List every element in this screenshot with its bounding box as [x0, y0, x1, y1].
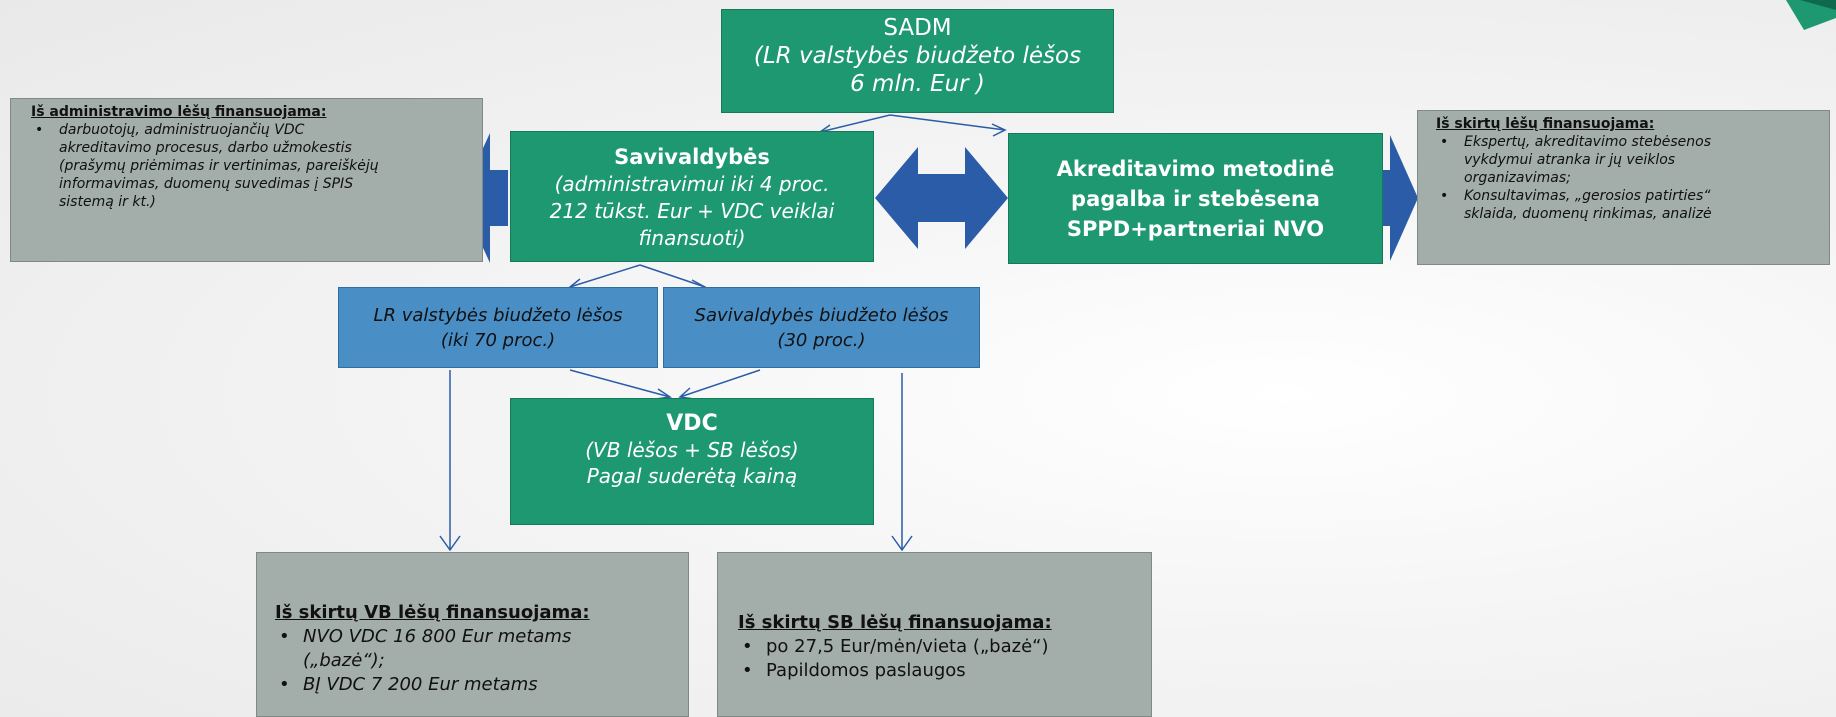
lr-budget-line2: (iki 70 proc.)	[440, 330, 556, 351]
vdc-line1: (VB lėšos + SB lėšos)	[585, 438, 799, 462]
vb-info-item1: NVO VDC 16 800 Eur metams („bazė“);	[279, 625, 678, 673]
skirtu-info-item1: Ekspertų, akreditavimo stebėsenos vykdym…	[1440, 133, 1819, 187]
vb-info-box: Iš skirtų VB lėšų finansuojama: NVO VDC …	[256, 552, 689, 717]
savivaldybes-line1: (administravimui iki 4 proc.	[554, 172, 830, 196]
savivaldybes-line3: finansuoti)	[638, 226, 746, 250]
left-block-arrow	[460, 133, 508, 263]
lr-budget-box: LR valstybės biudžeto lėšos (iki 70 proc…	[338, 287, 658, 368]
skirtu-info-item1-line: organizavimas;	[1464, 170, 1571, 186]
arrow-sadm-to-savivaldybes	[819, 114, 891, 133]
skirtu-info-item1-line: Ekspertų, akreditavimo stebėsenos	[1464, 134, 1712, 150]
admin-info-line: (prašymų priėmimas ir vertinimas, pareiš…	[59, 158, 379, 174]
arrowhead	[991, 123, 1007, 137]
right-block-arrow	[1383, 135, 1418, 261]
savivaldybes-box: Savivaldybės (administravimui iki 4 proc…	[510, 131, 874, 262]
admin-info-line: sistemą ir kt.)	[59, 194, 156, 210]
sav-budget-line1: Savivaldybės biudžeto lėšos	[694, 305, 949, 326]
vb-info-heading: Iš skirtų VB lėšų finansuojama:	[275, 602, 590, 623]
skirtu-info-item2-line: Konsultavimas, „gerosios patirties“	[1464, 188, 1711, 204]
sav-budget-box: Savivaldybės biudžeto lėšos (30 proc.)	[663, 287, 980, 368]
sadm-box: SADM (LR valstybės biudžeto lėšos 6 mln.…	[721, 9, 1114, 113]
sadm-line2: 6 mln. Eur )	[850, 71, 985, 97]
skirtu-info-item2: Konsultavimas, „gerosios patirties“ skla…	[1440, 187, 1819, 223]
akreditavimas-line2: pagalba ir stebėsena	[1071, 187, 1320, 211]
skirtu-info-box: Iš skirtų lėšų finansuojama: Ekspertų, a…	[1417, 110, 1830, 265]
admin-info-line: informavimas, duomenų suvedimas į SPIS	[59, 176, 354, 192]
arrowhead	[439, 535, 461, 552]
savivaldybes-line2: 212 tūkst. Eur + VDC veiklai	[549, 199, 835, 223]
sav-budget-line2: (30 proc.)	[777, 330, 866, 351]
corner-accent-shape	[1786, 0, 1836, 30]
admin-info-line: akreditavimo procesus, darbo užmokestis	[59, 140, 352, 156]
akreditavimas-line3: SPPD+partneriai NVO	[1066, 217, 1325, 241]
skirtu-info-heading: Iš skirtų lėšų finansuojama:	[1436, 116, 1655, 132]
admin-info-line: darbuotojų, administruojančių VDC	[59, 122, 305, 138]
savivaldybes-title: Savivaldybės	[614, 145, 770, 169]
skirtu-info-item1-line: vykdymui atranka ir jų veiklos	[1464, 152, 1676, 168]
vb-info-item2: BĮ VDC 7 200 Eur metams	[279, 673, 678, 697]
sb-info-item1: po 27,5 Eur/mėn/vieta („bazė“)	[742, 635, 1141, 659]
vdc-title: VDC	[666, 411, 718, 436]
sb-info-heading: Iš skirtų SB lėšų finansuojama:	[738, 612, 1052, 633]
akreditavimas-box: Akreditavimo metodinė pagalba ir stebėse…	[1008, 133, 1383, 264]
sadm-title: SADM	[883, 15, 952, 41]
arrow-lr-to-vdc	[569, 369, 671, 398]
sadm-line1: (LR valstybės biudžeto lėšos	[753, 43, 1082, 69]
sb-info-item1-line: po 27,5 Eur/mėn/vieta („bazė“)	[766, 636, 1049, 657]
arrow-sav-to-sav-budget	[639, 264, 706, 288]
admin-info-heading: Iš administravimo lėšų finansuojama:	[31, 104, 327, 120]
sb-info-item2: Papildomos paslaugos	[742, 659, 1141, 683]
double-block-arrow	[875, 147, 1008, 249]
vb-info-item1-line: („bazė“);	[303, 650, 385, 671]
vdc-line2: Pagal suderėtą kainą	[586, 464, 798, 488]
arrow-sb-to-vdc	[679, 369, 761, 398]
vdc-box: VDC (VB lėšos + SB lėšos) Pagal suderėtą…	[510, 398, 874, 525]
admin-info-item: darbuotojų, administruojančių VDC akredi…	[35, 121, 472, 211]
arrowhead	[891, 535, 913, 552]
skirtu-info-item2-line: sklaida, duomenų rinkimas, analizė	[1464, 206, 1712, 222]
arrow-sadm-to-akreditavimas	[889, 114, 1006, 131]
arrow-sav-to-lr-budget	[569, 264, 641, 288]
lr-budget-line1: LR valstybės biudžeto lėšos	[373, 305, 623, 326]
sb-info-box: Iš skirtų SB lėšų finansuojama: po 27,5 …	[717, 552, 1152, 717]
admin-info-box: Iš administravimo lėšų finansuojama: dar…	[10, 98, 483, 262]
sb-info-item2-line: Papildomos paslaugos	[766, 660, 966, 681]
vb-info-item2-line: BĮ VDC 7 200 Eur metams	[303, 674, 538, 695]
akreditavimas-line1: Akreditavimo metodinė	[1056, 157, 1335, 181]
vb-info-item1-line: NVO VDC 16 800 Eur metams	[303, 626, 572, 647]
